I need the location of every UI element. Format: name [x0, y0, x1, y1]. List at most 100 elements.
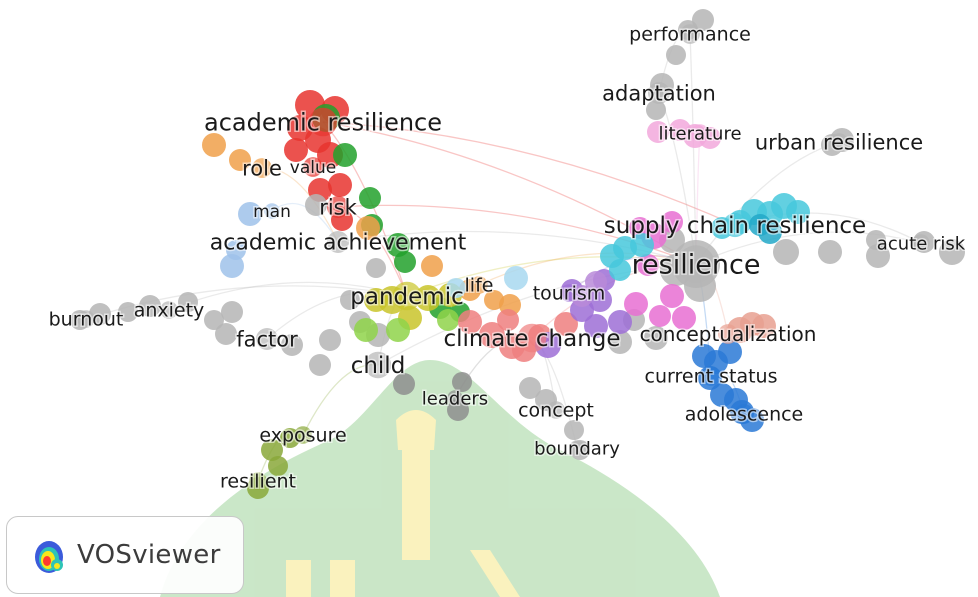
node-label-current_status[interactable]: current status: [643, 364, 779, 389]
node-risk-bubble: [327, 196, 349, 218]
red-cluster-bubble: [328, 173, 352, 197]
node-tourism-bubble: [560, 284, 578, 302]
pink-cluster-bubble: [672, 306, 696, 330]
blue_light-cluster-bubble: [220, 254, 244, 278]
node-label-performance[interactable]: performance: [628, 22, 753, 47]
lime-cluster-bubble: [354, 318, 378, 342]
node-burnout-bubble: [77, 310, 95, 328]
gray-cluster-bubble: [215, 323, 237, 345]
purple-cluster-bubble: [584, 314, 608, 338]
light_pink-cluster-bubble: [647, 121, 669, 143]
pink-cluster-bubble: [637, 254, 659, 276]
pink-cluster-bubble: [649, 305, 671, 327]
node-label-layer: performance adaptation literature urban res…: [47, 22, 967, 494]
link-acute_risk-resilience: [695, 231, 922, 265]
node-academic_achievement-bubble: [327, 231, 349, 253]
node-label-leaders[interactable]: leaders: [420, 387, 489, 411]
gray-cluster-bubble: [564, 420, 584, 440]
node-label-academic_achievement[interactable]: academic achievement: [208, 229, 468, 257]
pink-cluster-bubble: [661, 211, 683, 233]
node-label-climate_change[interactable]: climate change: [442, 325, 622, 354]
node-label-risk[interactable]: risk: [318, 194, 359, 221]
node-label-literature[interactable]: literature: [657, 122, 743, 146]
gray-cluster-bubble: [139, 295, 161, 317]
vosviewer-heatmap-logo-icon: [27, 533, 71, 577]
yellow-cluster-bubble: [364, 288, 388, 312]
node-concept-bubble: [547, 401, 565, 419]
gray-cluster-bubble: [666, 45, 686, 65]
node-label-role[interactable]: role: [241, 155, 284, 182]
node-label-academic_resilience[interactable]: academic resilience: [202, 107, 443, 138]
node-resilience-bubble: [677, 245, 715, 283]
node-conceptualization-bubble: [718, 324, 738, 344]
node-label-child[interactable]: child: [349, 352, 407, 381]
blue-cluster-bubble: [718, 340, 742, 364]
gray-cluster-bubble: [221, 301, 243, 323]
salmon-cluster-bubble: [458, 310, 482, 334]
node-label-value[interactable]: value: [288, 156, 337, 179]
node-man-bubble: [264, 203, 280, 219]
node-label-adolescence[interactable]: adolescence: [683, 402, 805, 427]
lightblue2-cluster-bubble: [446, 278, 466, 298]
gray-cluster-bubble: [773, 239, 799, 265]
orange-cluster-bubble: [202, 133, 226, 157]
blue_light-cluster-bubble: [238, 202, 262, 226]
node-label-life[interactable]: life: [463, 273, 495, 298]
node-label-tourism[interactable]: tourism: [531, 281, 607, 306]
salmon-cluster-bubble: [497, 309, 519, 331]
darkgray-cluster-bubble: [452, 372, 472, 392]
gray-cluster-bubble: [608, 330, 632, 354]
node-literature-bubble: [691, 124, 709, 142]
gray-cluster-bubble: [178, 292, 198, 312]
lime-cluster-bubble: [386, 318, 410, 342]
node-value-bubble: [303, 157, 323, 177]
node-factor-bubble: [256, 328, 278, 350]
node-label-boundary[interactable]: boundary: [533, 437, 622, 461]
node-pandemic-bubble: [392, 281, 422, 311]
node-label-man[interactable]: man: [252, 200, 293, 223]
orange-cluster-bubble: [356, 216, 380, 240]
node-resilient-bubble: [249, 472, 267, 490]
lightblue2-cluster-bubble: [504, 266, 528, 290]
purple-cluster-bubble: [588, 288, 612, 312]
gray-cluster-bubble: [305, 194, 327, 216]
node-anxiety-bubble: [160, 301, 178, 319]
gray-cluster-bubble: [204, 310, 224, 330]
darkgray-cluster-bubble: [393, 373, 415, 395]
node-label-adaptation[interactable]: adaptation: [601, 80, 718, 107]
cyan-cluster-bubble: [786, 200, 810, 224]
pink-cluster-bubble: [624, 292, 648, 316]
vosviewer-badge: VOSviewer: [6, 516, 244, 594]
node-label-anxiety[interactable]: anxiety: [132, 298, 206, 323]
node-label-burnout[interactable]: burnout: [47, 307, 125, 332]
node-adaptation-bubble: [648, 82, 670, 104]
lime-cluster-bubble: [437, 309, 459, 331]
node-label-exposure[interactable]: exposure: [258, 423, 348, 448]
node-label-urban_resilience[interactable]: urban resilience: [753, 129, 924, 156]
node-label-concept[interactable]: concept: [517, 398, 596, 423]
salmon-cluster-bubble: [554, 312, 578, 336]
node-bubble-layer: [70, 9, 965, 499]
yellow-cluster-bubble: [415, 285, 441, 311]
olive-cluster-bubble: [268, 456, 288, 476]
mauve-cluster-bubble: [585, 271, 607, 293]
gray-cluster-bubble: [519, 377, 541, 399]
node-label-resilient[interactable]: resilient: [219, 469, 298, 494]
node-supply_chain_resilience-bubble: [722, 212, 748, 238]
gray-cluster-bubble: [281, 334, 303, 356]
institution-watermark: [160, 360, 720, 597]
gray-cluster-bubble: [366, 258, 386, 278]
node-label-resilience[interactable]: resilience: [630, 248, 762, 282]
node-label-supply_chain_resilience[interactable]: supply chain resilience: [602, 212, 867, 241]
pink-cluster-bubble: [660, 284, 684, 308]
node-label-factor[interactable]: factor: [235, 326, 300, 353]
node-label-conceptualization[interactable]: conceptualization: [638, 321, 818, 348]
node-label-pandemic[interactable]: pandemic: [349, 283, 465, 312]
gray-cluster-bubble: [866, 230, 886, 250]
node-label-acute_risk[interactable]: acute risk: [875, 232, 967, 256]
vosviewer-app-name: VOSviewer: [77, 540, 221, 570]
node-life-bubble: [470, 276, 488, 294]
node-exposure-bubble: [294, 426, 312, 444]
